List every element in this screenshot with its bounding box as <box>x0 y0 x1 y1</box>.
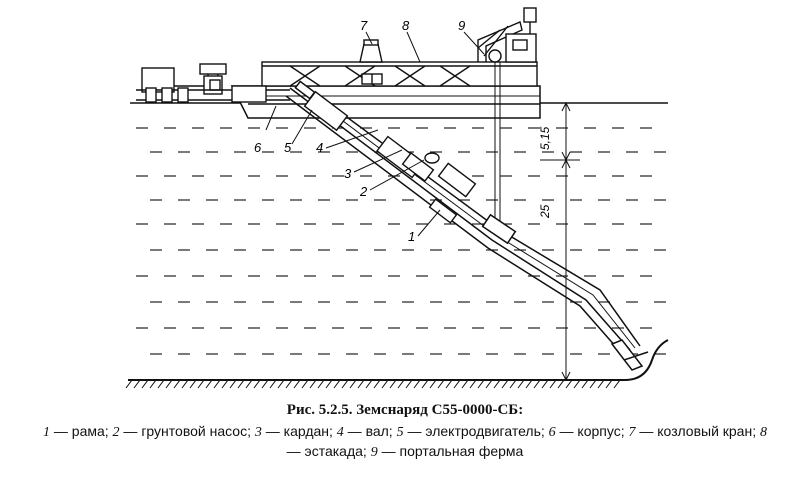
discharge-pipeline <box>136 63 290 103</box>
label-1: 1 <box>408 229 415 244</box>
legend-text: — вал; <box>343 423 397 439</box>
legend-number: 6 <box>548 425 556 440</box>
label-8: 8 <box>402 18 410 33</box>
label-3: 3 <box>344 166 352 181</box>
legend-number: 7 <box>628 425 636 440</box>
legend-number: 1 <box>43 425 50 440</box>
label-5: 5 <box>284 140 292 155</box>
label-6: 6 <box>254 140 262 155</box>
legend-text: — эстакада; <box>286 443 371 459</box>
legend-text: — рама; <box>50 423 113 439</box>
legend-text: — корпус; <box>555 423 629 439</box>
gantry-crane <box>359 39 383 63</box>
portal-truss <box>477 7 537 225</box>
legend-number: 9 <box>370 445 378 460</box>
dimension-lines <box>540 101 580 382</box>
legend-number: 5 <box>396 425 404 440</box>
dimension-5-15: 5,15 <box>538 126 552 150</box>
legend-number: 3 <box>254 425 262 440</box>
legend-text: — козловый кран; <box>635 423 760 439</box>
label-9: 9 <box>458 18 465 33</box>
legend-text: — грунтовой насос; <box>119 423 255 439</box>
trestle <box>261 61 538 87</box>
legend-number: 4 <box>336 425 344 440</box>
seabed <box>125 339 669 389</box>
dimension-25: 25 <box>538 204 552 219</box>
caption-title: Рис. 5.2.5. Земснаряд С55-0000-СБ: <box>286 402 524 418</box>
hull <box>230 85 541 119</box>
legend-text: — портальная ферма <box>377 443 524 459</box>
label-2: 2 <box>359 184 368 199</box>
legend-number: 2 <box>112 425 120 440</box>
leader-lines <box>265 31 485 237</box>
legend-number: 8 <box>759 425 767 440</box>
label-4: 4 <box>316 140 323 155</box>
label-7: 7 <box>360 18 368 33</box>
figure-caption: Рис. 5.2.5. Земснаряд С55-0000-СБ: 1 — р… <box>40 400 770 462</box>
legend-text: — кардан; <box>261 423 337 439</box>
legend-text: — электродвигатель; <box>403 423 549 439</box>
caption-legend: 1 — рама; 2 — грунтовой насос; 3 — карда… <box>40 422 770 462</box>
dredger-diagram: 1 2 3 4 5 6 7 8 9 5,15 25 <box>125 7 669 389</box>
water-hatching <box>136 127 666 355</box>
